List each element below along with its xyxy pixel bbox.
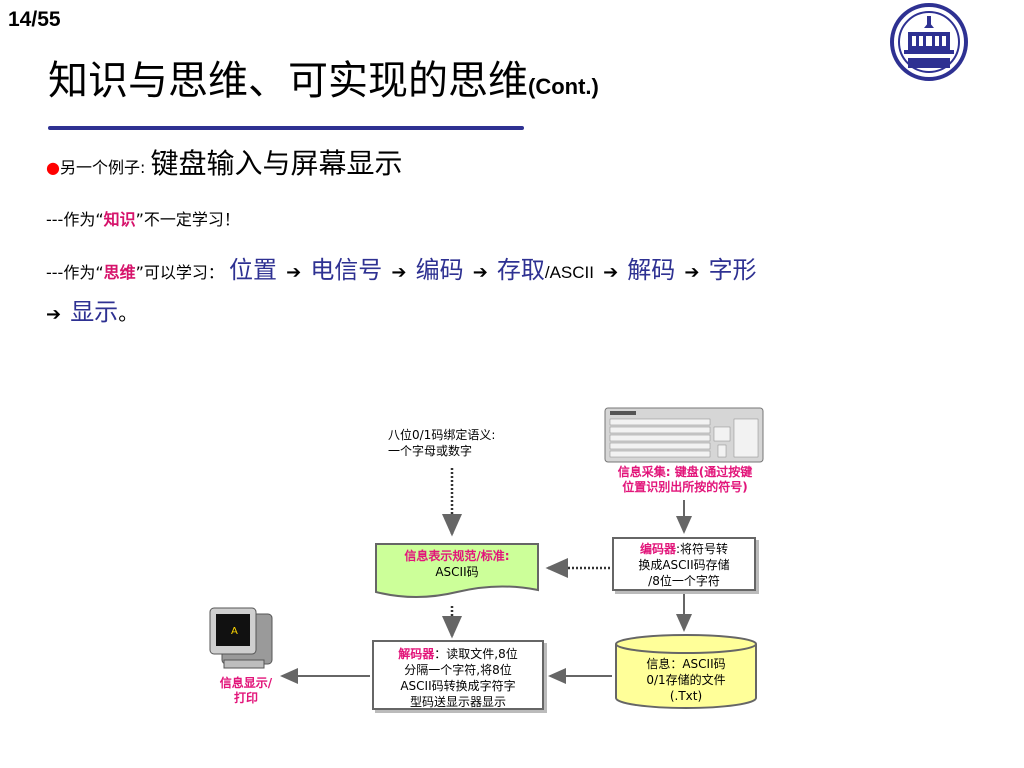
standard-body: ASCII码 (435, 565, 479, 579)
standard-document-shape (375, 543, 539, 598)
thinking-prefix: ---作为“ (46, 263, 104, 282)
page-number: 14/55 (8, 8, 61, 31)
step-position: 位置 (229, 256, 278, 284)
note-line-2: 一个字母或数字 (388, 444, 473, 458)
keyboard-caption-line-1: 信息采集: 键盘(通过按键 (617, 465, 753, 479)
title-suffix: (Cont.) (528, 74, 599, 99)
decoder-line-2: 分隔一个字符,将8位 (404, 663, 512, 677)
thinking-highlight: 思维 (103, 263, 136, 282)
semantic-note: 八位0/1码绑定语义: 一个字母或数字 (388, 427, 495, 459)
keyboard-caption: 信息采集: 键盘(通过按键 位置识别出所按的符号) (590, 465, 780, 495)
decoder-title: 解码器 (398, 647, 435, 661)
encoder-title: 编码器 (639, 542, 676, 556)
bullet-icon: ● (46, 158, 60, 177)
monitor-icon: A (209, 607, 273, 669)
title-underline (48, 126, 524, 130)
monitor-caption-line-1: 信息显示/ (219, 676, 273, 690)
end-punctuation: 。 (118, 301, 139, 325)
example-label: 另一个例子: (59, 158, 146, 177)
keyboard-caption-line-2: 位置识别出所按的符号) (622, 480, 748, 494)
thinking-line: ---作为“思维”可以学习： 位置 ➔ 电信号 ➔ 编码 ➔ 存取/ASCII … (46, 250, 757, 285)
arrow-right-icon: ➔ (391, 262, 407, 283)
arrow-right-icon: ➔ (46, 304, 62, 325)
decoder-line-4: 型码送显示器显示 (409, 695, 506, 709)
note-line-1: 八位0/1码绑定语义: (388, 428, 496, 442)
step-glyph: 字形 (708, 256, 757, 284)
step-decode: 解码 (627, 256, 676, 284)
monitor-caption-line-2: 打印 (233, 691, 258, 705)
arrow-right-icon: ➔ (684, 262, 700, 283)
step-signal: 电信号 (310, 256, 383, 284)
arrow-right-icon: ➔ (603, 262, 619, 283)
bullet-line: ●另一个例子: 键盘输入与屏幕显示 (46, 142, 402, 182)
knowledge-prefix: ---作为“ (46, 210, 104, 229)
thinking-suffix: ”可以学习： (135, 263, 224, 282)
title-main: 知识与思维、可实现的思维 (48, 58, 528, 104)
step-display: 显示 (70, 298, 119, 326)
decoder-line-3: ASCII码转换成字符字 (400, 679, 516, 693)
step-encode: 编码 (415, 256, 464, 284)
encoder-box: 编码器:将符号转 换成ASCII码存储 /8位一个字符 (612, 537, 756, 591)
storage-cylinder (615, 634, 757, 709)
keyboard-icon (604, 407, 764, 463)
university-logo (890, 3, 968, 81)
encoder-line-3: /8位一个字符 (648, 574, 720, 588)
standard-label: 信息表示规范/标准: ASCII码 (372, 548, 542, 580)
step-store: 存取 (496, 256, 545, 284)
encoder-line-2: 换成ASCII码存储 (638, 558, 730, 572)
ascii-label: /ASCII (544, 263, 594, 282)
arrow-right-icon: ➔ (286, 262, 302, 283)
svg-text:A: A (231, 626, 238, 637)
decoder-line-1: ：读取文件,8位 (434, 647, 518, 661)
knowledge-highlight: 知识 (103, 210, 136, 229)
slide-title: 知识与思维、可实现的思维(Cont.) (48, 58, 599, 104)
example-topic: 键盘输入与屏幕显示 (150, 147, 403, 180)
standard-title: 信息表示规范/标准: (404, 549, 510, 563)
monitor-caption: 信息显示/ 打印 (200, 676, 292, 706)
thinking-line-end: ➔ 显示。 (46, 292, 138, 327)
storage-line-1: 信息：ASCII码 (646, 657, 726, 671)
arrow-right-icon: ➔ (472, 262, 488, 283)
knowledge-suffix: ”不一定学习！ (135, 210, 240, 229)
encoder-line-1: :将符号转 (675, 542, 729, 556)
storage-line-2: 0/1存储的文件 (646, 673, 726, 687)
storage-label: 信息：ASCII码 0/1存储的文件 (.Txt) (616, 656, 756, 704)
decoder-box: 解码器：读取文件,8位 分隔一个字符,将8位 ASCII码转换成字符字 型码送显… (372, 640, 544, 710)
knowledge-line: ---作为“知识”不一定学习！ (46, 206, 240, 230)
storage-line-3: (.Txt) (669, 689, 703, 703)
